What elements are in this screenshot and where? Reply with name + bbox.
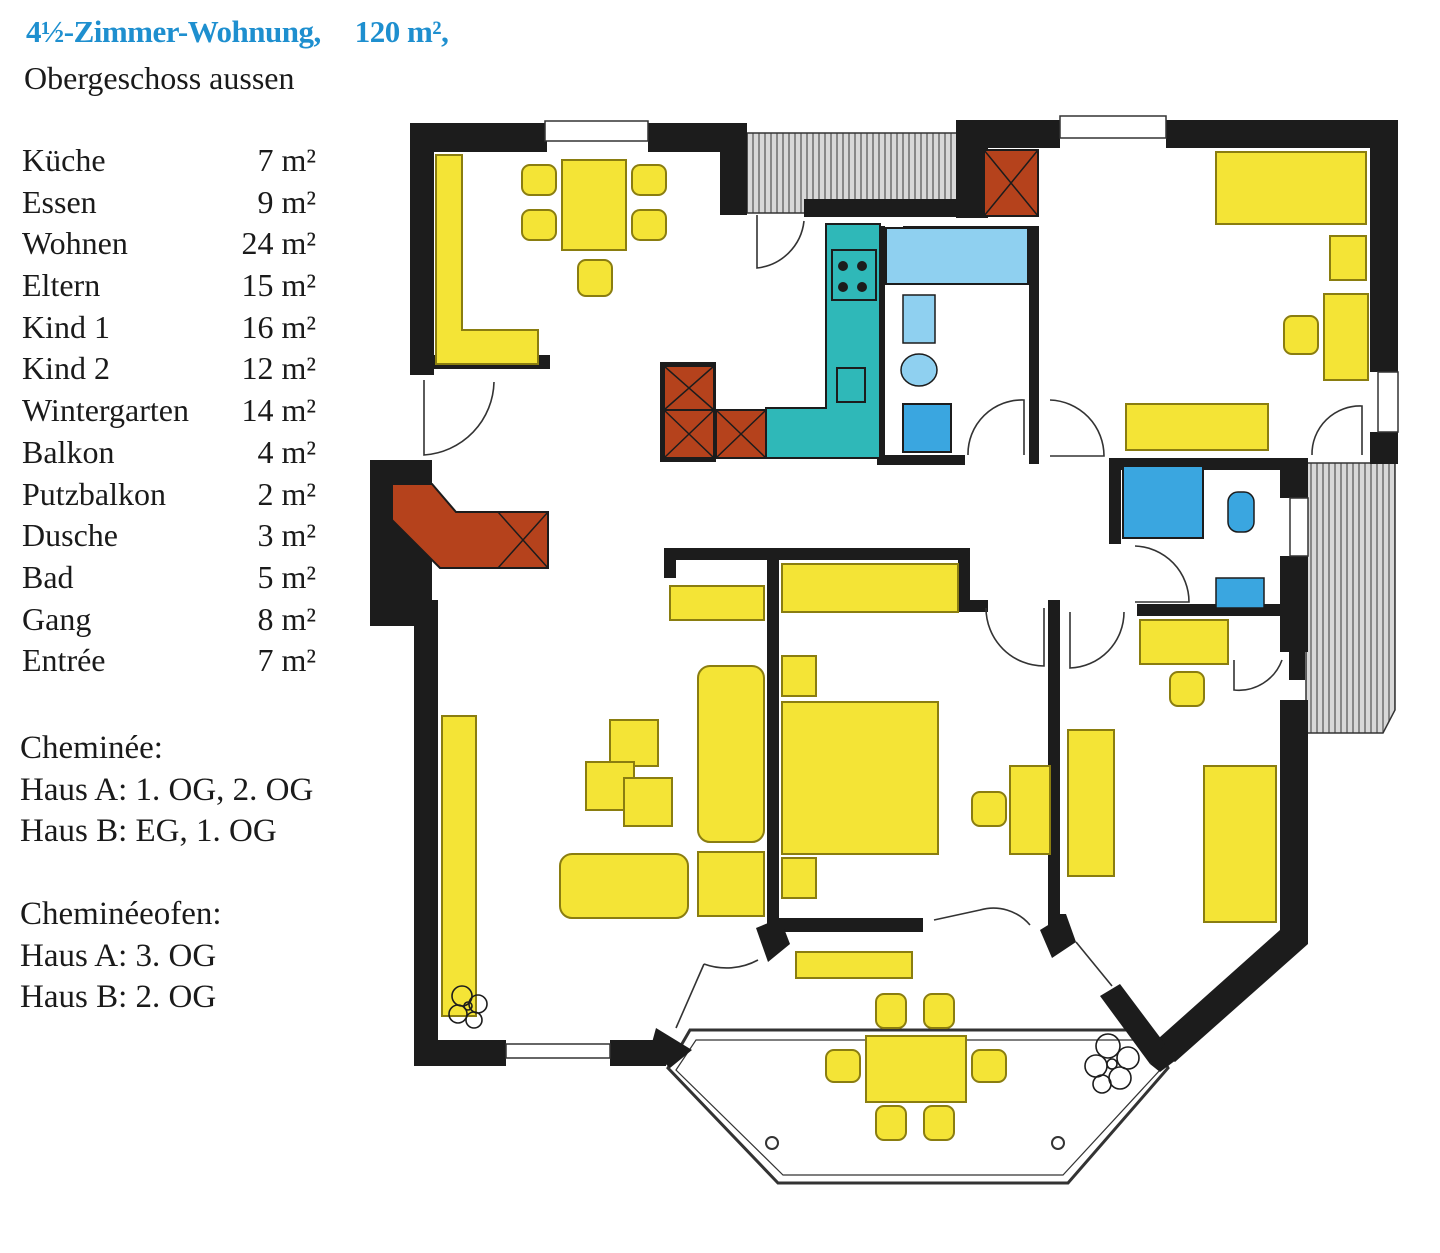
room-area: 5 m²: [257, 558, 316, 595]
room-area: 2 m²: [257, 475, 316, 512]
washbasin: [1215, 577, 1265, 609]
room-row: Bad 5 m²: [22, 557, 322, 599]
post-circle: [765, 1136, 779, 1150]
room-name: Balkon: [22, 433, 115, 470]
wardrobe: [1125, 403, 1269, 451]
room-area: 14 m²: [241, 392, 316, 429]
room-name: Eltern: [22, 267, 101, 304]
room-row: Essen 9 m²: [22, 182, 322, 224]
apartment-type: 4½-Zimmer-Wohnung,: [26, 14, 321, 49]
wardrobe: [781, 563, 959, 613]
sanitary: [885, 227, 1265, 609]
room-row: Wintergarten 14 m²: [22, 390, 322, 432]
balkon: [1305, 462, 1396, 734]
toilet: [1227, 491, 1255, 533]
room-area: 8 m²: [257, 600, 316, 637]
shower: [1122, 465, 1204, 539]
sofa: [697, 665, 765, 843]
desk: [1009, 765, 1051, 855]
room-name: Entrée: [22, 642, 106, 679]
wardrobe: [1067, 729, 1115, 877]
room-name: Dusche: [22, 517, 118, 554]
stove: [831, 249, 877, 301]
room-row: Balkon 4 m²: [22, 432, 322, 474]
room-name: Essen: [22, 183, 97, 220]
shower-tray: [902, 403, 952, 453]
bench: [795, 951, 913, 979]
room-name: Küche: [22, 142, 106, 178]
furniture: [435, 151, 1369, 1141]
room-name: Gang: [22, 600, 92, 637]
room-row: Dusche 3 m²: [22, 515, 322, 557]
room-row: Eltern 15 m²: [22, 265, 322, 307]
cheminee-ofen-heading: Cheminéeofen:: [20, 896, 222, 932]
cheminee-haus-b: Haus B: EG, 1. OG: [20, 813, 277, 849]
room-area: 3 m²: [257, 517, 316, 554]
desk: [1323, 293, 1369, 381]
fireplace-cross: [497, 149, 1039, 569]
kitchen-bench: [435, 154, 539, 365]
sink: [836, 367, 866, 403]
windows: [505, 115, 1399, 1059]
room-row: Gang 8 m²: [22, 599, 322, 641]
apartment-area: 120 m²,: [354, 14, 449, 49]
room-area: 15 m²: [241, 267, 316, 304]
room-area: 12 m²: [241, 350, 316, 387]
room-row: Kind 2 12 m²: [22, 348, 322, 390]
room-row: Wohnen 24 m²: [22, 223, 322, 265]
cheminee-haus-a: Haus A: 1. OG, 2. OG: [20, 771, 314, 808]
room-area: 24 m²: [241, 225, 316, 262]
dining-table: [865, 1035, 967, 1103]
plant-icon: [448, 985, 488, 1029]
room-row: Kind 1 16 m²: [22, 307, 322, 349]
room-area: 7 m²: [257, 142, 316, 178]
washbasin: [902, 294, 936, 344]
cheminee-ofen-haus-a: Haus A: 3. OG: [20, 937, 217, 974]
sideboard: [441, 715, 477, 1017]
room-name: Wohnen: [22, 225, 128, 262]
room-name: Bad: [22, 558, 74, 595]
cheminee-heading: Cheminée:: [20, 730, 163, 766]
bed: [1215, 151, 1367, 225]
room-row: Entrée 7 m²: [22, 640, 322, 682]
post-circle: [1051, 1136, 1065, 1150]
toilet: [900, 353, 938, 387]
sofa: [559, 853, 689, 919]
room-row: Küche 7 m²: [22, 140, 322, 182]
room-name: Kind 2: [22, 350, 110, 387]
cheminee-ofen-haus-b: Haus B: 2. OG: [20, 979, 217, 1015]
double-bed: [781, 701, 939, 855]
room-area: 7 m²: [257, 642, 316, 679]
plan-title: 4½-Zimmer-Wohnung, 120 m²,: [26, 14, 449, 50]
cheminee-note: Cheminée: Haus A: 1. OG, 2. OG Haus B: E…: [20, 728, 313, 853]
bathtub: [885, 227, 1029, 285]
floor-subtitle: Obergeschoss aussen: [24, 60, 295, 96]
kitchen: [765, 223, 881, 459]
room-area: 4 m²: [257, 433, 316, 470]
door-swings: [423, 215, 1363, 1029]
room-name: Wintergarten: [22, 392, 189, 429]
room-list: Küche 7 m² Essen 9 m² Wohnen 24 m² Eltern 15…: [22, 140, 322, 682]
dining-table: [561, 159, 627, 251]
cheminee-ofen-note: Cheminéeofen: Haus A: 3. OG Haus B: 2. O…: [20, 894, 222, 1019]
room-area: 16 m²: [241, 308, 316, 345]
room-name: Kind 1: [22, 308, 110, 345]
bed: [1203, 765, 1277, 923]
room-area: 9 m²: [257, 183, 316, 220]
room-name: Putzbalkon: [22, 475, 166, 512]
room-row: Putzbalkon 2 m²: [22, 474, 322, 516]
plant-icon: [1084, 1033, 1140, 1094]
